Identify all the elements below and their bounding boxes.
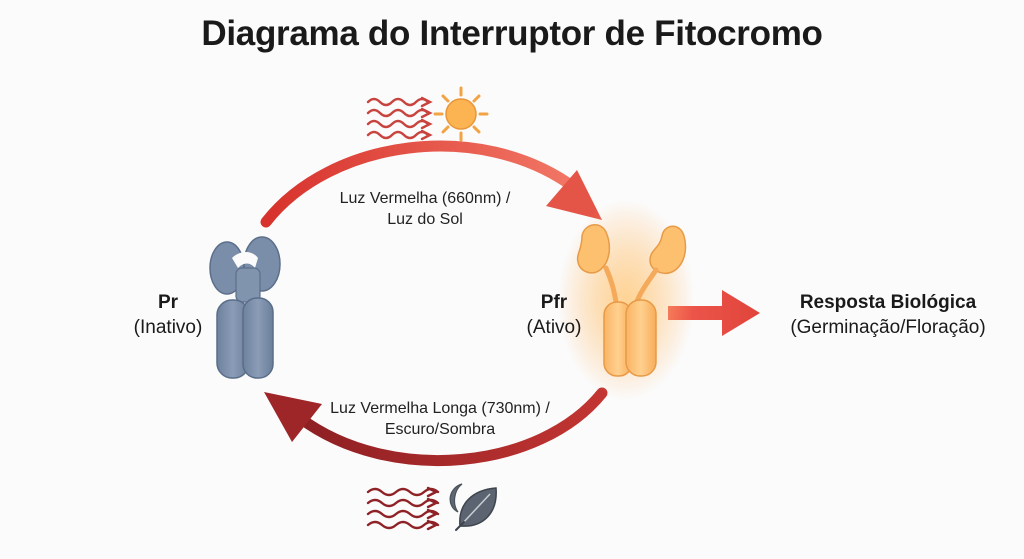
pfr-state: (Ativo)	[526, 317, 582, 338]
response-detail: (Germinação/Floração)	[790, 317, 986, 338]
response-arrow	[668, 290, 760, 336]
forward-caption-line2: Luz do Sol	[387, 211, 463, 228]
reverse-arrow	[264, 387, 608, 466]
moon-icon	[449, 483, 463, 513]
reverse-caption: Luz Vermelha Longa (730nm) / Escuro/Somb…	[300, 398, 580, 440]
pfr-protein-icon	[576, 224, 687, 377]
forward-caption: Luz Vermelha (660nm) / Luz do Sol	[300, 188, 550, 230]
pr-name: Pr	[157, 292, 179, 313]
forward-arrow	[260, 140, 602, 228]
red-light-waves-icon	[366, 96, 433, 141]
diagram-title: Diagrama do Interruptor de Fitocromo	[201, 14, 823, 53]
pr-label: Pr (Inativo)	[120, 290, 216, 340]
response-name: Resposta Biológica	[799, 292, 977, 313]
pr-protein-icon	[209, 236, 281, 379]
forward-caption-line1: Luz Vermelha (660nm) /	[339, 190, 511, 207]
far-red-waves-icon	[366, 486, 440, 531]
pr-state: (Inativo)	[133, 317, 203, 338]
leaf-icon	[455, 487, 497, 531]
reverse-caption-line1: Luz Vermelha Longa (730nm) /	[330, 400, 550, 417]
response-label: Resposta Biológica (Germinação/Floração)	[768, 290, 1008, 340]
reverse-caption-line2: Escuro/Sombra	[384, 421, 496, 438]
pfr-name: Pfr	[540, 292, 568, 313]
sun-icon	[433, 86, 489, 142]
pfr-label: Pfr (Ativo)	[514, 290, 594, 340]
